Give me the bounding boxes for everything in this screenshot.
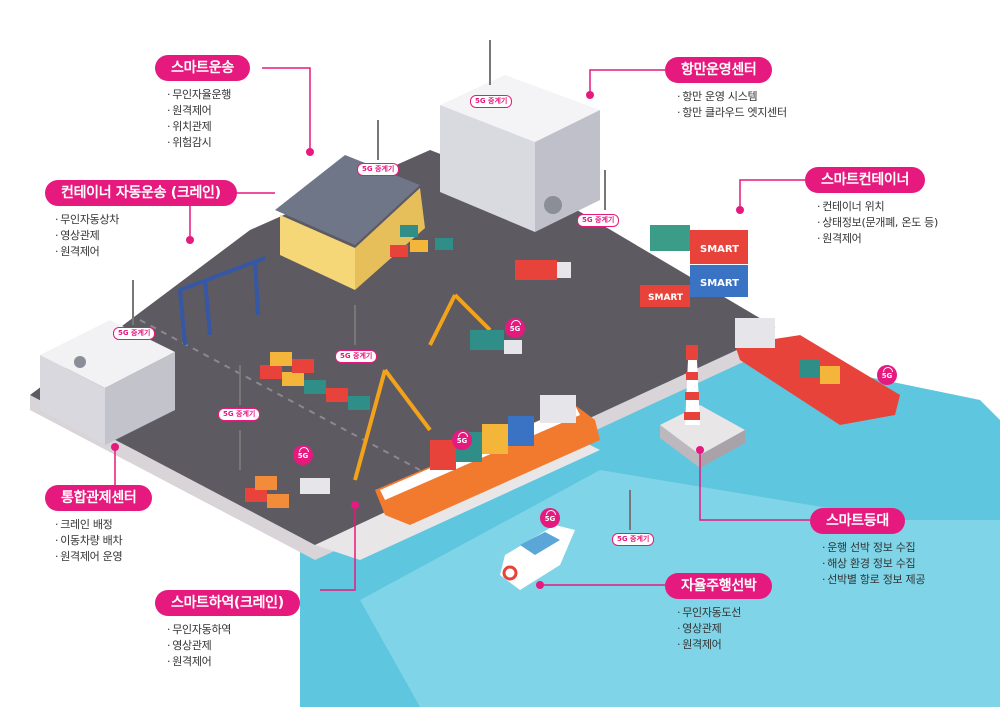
port-ground-side <box>30 330 780 560</box>
callout-title: 항만운영센터 <box>665 57 773 83</box>
callout-item: 원격제어 <box>167 103 250 119</box>
cargo-ship-right <box>735 318 900 425</box>
road-line <box>139 319 421 471</box>
callout-title: 스마트운송 <box>155 55 250 81</box>
callout-item: 위치관제 <box>167 119 250 135</box>
callout-smart-lighthouse: 스마트등대 운행 선박 정보 수집 해상 환경 정보 수집 선박별 항로 정보 … <box>810 508 925 588</box>
container-stack-center <box>260 352 370 410</box>
repeater-tag: 5G 중계기 <box>113 327 156 340</box>
callout-item: 무인자동도선 <box>677 605 772 621</box>
lighthouse-pier-side-r <box>700 430 745 468</box>
callout-item: 무인자율운행 <box>167 87 250 103</box>
callout-item: 선박별 항로 정보 제공 <box>822 572 925 588</box>
callout-item: 원격제어 <box>677 637 772 653</box>
callout-item: 원격제어 <box>817 231 938 247</box>
lighthouse-pier <box>660 405 745 455</box>
callout-port-operation-center: 항만운영센터 항만 운영 시스템 항만 클라우드 엣지센터 <box>665 57 787 121</box>
callout-integrated-control-center: 통합관제센터 크레인 배정 이동차량 배차 원격제어 운영 <box>45 485 153 565</box>
smart-container-label: SMART <box>648 293 684 303</box>
callout-title: 스마트하역(크레인) <box>155 590 300 616</box>
port-ground <box>30 150 780 545</box>
container-stack-warehouse <box>390 225 453 257</box>
repeater-tag: 5G 중계기 <box>218 408 261 421</box>
repeater-tag: 5G 중계기 <box>577 214 620 227</box>
callout-item: 영상관제 <box>55 228 237 244</box>
callout-item: 위험감시 <box>167 135 250 151</box>
repeater-tag: 5G 중계기 <box>357 163 400 176</box>
callout-item: 크레인 배정 <box>55 517 152 533</box>
callout-item: 원격제어 <box>55 244 237 260</box>
lighthouse-pier-side <box>660 425 700 468</box>
repeater-tag: 5G 중계기 <box>470 95 513 108</box>
callout-item: 원격제어 운영 <box>55 549 152 565</box>
callout-item: 무인자동상차 <box>55 212 237 228</box>
gantry-crane <box>178 256 266 346</box>
5g-badge: 5G <box>505 318 525 338</box>
cargo-ship-quay <box>375 395 600 525</box>
callout-item: 영상관제 <box>677 621 772 637</box>
callout-title: 통합관제센터 <box>45 485 153 511</box>
callout-item: 항만 운영 시스템 <box>677 89 787 105</box>
callout-item: 영상관제 <box>167 638 300 654</box>
callout-item: 운행 선박 정보 수집 <box>822 540 925 556</box>
smart-container-label: SMART <box>700 278 739 289</box>
callout-item: 원격제어 <box>167 654 300 670</box>
lighthouse <box>684 345 700 425</box>
callout-container-auto-transport: 컨테이너 자동운송 (크레인) 무인자동상차 영상관제 원격제어 <box>45 180 237 260</box>
callout-item: 무인자동하역 <box>167 622 300 638</box>
callout-smart-container: 스마트컨테이너 컨테이너 위치 상태정보(문개폐, 온도 등) 원격제어 <box>805 167 938 247</box>
5g-badge: 5G <box>540 508 560 528</box>
callout-autonomous-ship: 자율주행선박 무인자동도선 영상관제 원격제어 <box>665 573 773 653</box>
quay-crane <box>353 293 492 481</box>
truck <box>470 330 522 354</box>
callout-title: 자율주행선박 <box>665 573 773 599</box>
warehouse <box>275 155 425 290</box>
antenna-tower <box>132 40 631 530</box>
truck <box>515 260 571 280</box>
callout-smart-unloading: 스마트하역(크레인) 무인자동하역 영상관제 원격제어 <box>155 590 300 670</box>
repeater-tag: 5G 중계기 <box>335 350 378 363</box>
repeater-tag: 5G 중계기 <box>612 533 655 546</box>
callout-item: 해상 환경 정보 수집 <box>822 556 925 572</box>
callout-title: 스마트등대 <box>810 508 905 534</box>
callout-item: 항만 클라우드 엣지센터 <box>677 105 787 121</box>
container-stack-left <box>245 476 289 508</box>
truck <box>300 478 330 494</box>
autonomous-ship <box>500 525 575 590</box>
callout-title: 스마트컨테이너 <box>805 167 926 193</box>
5g-badge: 5G <box>877 365 897 385</box>
callout-smart-transport: 스마트운송 무인자율운행 원격제어 위치관제 위험감시 <box>155 55 250 151</box>
operation-center-building <box>440 75 600 232</box>
callout-item: 이동차량 배차 <box>55 533 152 549</box>
5g-badge: 5G <box>293 445 313 465</box>
callout-item: 컨테이너 위치 <box>817 199 938 215</box>
smart-containers: SMART SMART SMART <box>640 225 748 307</box>
callout-item: 상태정보(문개폐, 온도 등) <box>817 215 938 231</box>
smart-container-label: SMART <box>700 244 739 255</box>
callout-title: 컨테이너 자동운송 (크레인) <box>45 180 237 206</box>
5g-badge: 5G <box>452 430 472 450</box>
